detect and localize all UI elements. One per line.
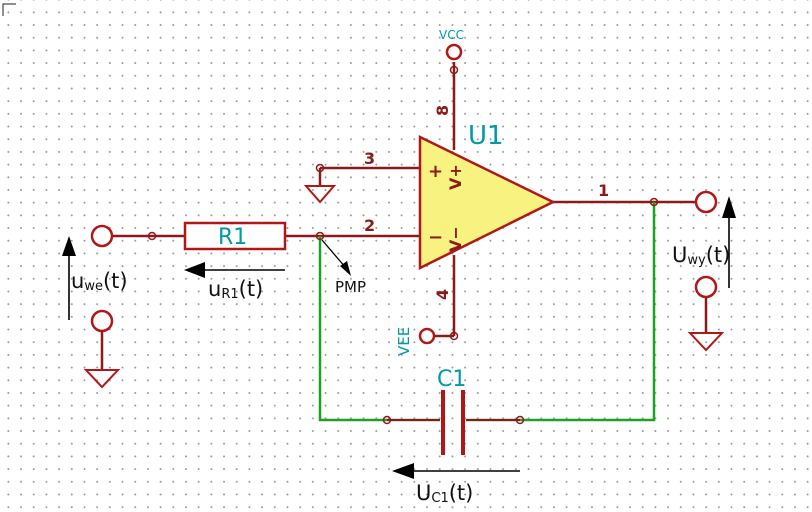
terminals (90, 43, 718, 345)
u-c1-label: UC1(t) (416, 481, 473, 506)
u-we-label: uwe(t) (71, 269, 128, 294)
output-ground-terminal[interactable] (694, 275, 718, 299)
u-r1-label: uR1(t) (208, 277, 263, 302)
vee-terminal[interactable] (418, 327, 436, 345)
arrows (62, 196, 736, 479)
opamp-vminus-label: V− (446, 226, 465, 252)
wire-feedback-right (466, 202, 656, 422)
pin2-number: 2 (364, 216, 375, 235)
opamp-ref-label: U1 (468, 121, 504, 151)
opamp-vplus-label: V+ (446, 164, 465, 190)
resistor-r1[interactable] (183, 221, 287, 251)
input-ground-terminal[interactable] (90, 309, 114, 333)
u-wy-label: Uwy(t) (672, 243, 730, 268)
pmp-label: PMP (335, 278, 366, 296)
opamp-u1[interactable] (418, 134, 556, 271)
capacitor-ref-label: C1 (437, 367, 466, 392)
ground-symbols (83, 185, 725, 389)
pin4-number: 4 (433, 289, 452, 300)
ground-symbol-input (83, 369, 121, 389)
vee-label: VEE (395, 327, 413, 356)
pin-dots (147, 65, 659, 425)
pin8-number: 8 (433, 105, 452, 116)
opamp-plus-sign: + (428, 161, 443, 182)
resistor-ref-label: R1 (218, 225, 247, 250)
vcc-terminal[interactable] (445, 43, 463, 61)
input-terminal[interactable] (90, 224, 114, 248)
vcc-label: VCC (439, 28, 464, 42)
ground-symbol-output (687, 332, 725, 352)
sheet-corner-mark (2, 3, 16, 16)
pmp-pointer (321, 239, 347, 269)
wires (100, 62, 708, 370)
ground-symbol-pin3 (303, 185, 337, 204)
output-terminal[interactable] (694, 190, 718, 214)
capacitor-c1[interactable] (441, 390, 465, 455)
opamp-minus-sign: − (428, 227, 443, 248)
pin3-number: 3 (364, 149, 375, 168)
pin1-number: 1 (598, 181, 609, 200)
